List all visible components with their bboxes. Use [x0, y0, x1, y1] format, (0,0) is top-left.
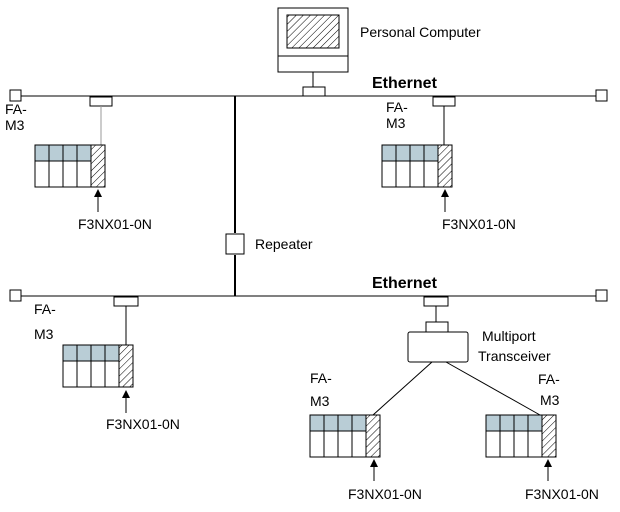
f3nx01-module-3	[118, 344, 134, 388]
pc-screen	[286, 14, 340, 49]
fa-label-3b: M3	[34, 326, 54, 342]
f3nx01-module-4	[365, 414, 381, 458]
transceiver-connector	[425, 321, 449, 333]
terminator-left-bottom	[9, 289, 22, 302]
f3nx01-module-5	[541, 414, 557, 458]
fa-m3-station-1	[34, 96, 113, 212]
module-label-1: F3NX01-0N	[78, 216, 152, 232]
terminator-left-top	[9, 89, 22, 102]
ethernet-bus-bottom	[9, 289, 608, 302]
fa-m3-station-4	[309, 414, 381, 481]
fa-label-2b: M3	[386, 115, 406, 131]
f3nx01-module-2	[437, 144, 453, 188]
repeater-label: Repeater	[255, 236, 313, 252]
module-label-2: F3NX01-0N	[442, 216, 516, 232]
terminator-right-top	[595, 89, 608, 102]
fa-label-5a: FA-	[538, 371, 560, 387]
fa-label-4a: FA-	[310, 370, 332, 386]
ethernet-label-top: Ethernet	[372, 75, 438, 92]
fa-m3-station-5	[485, 414, 557, 481]
fa-label-3a: FA-	[34, 301, 56, 317]
fa-m3-station-3	[62, 296, 139, 413]
multiport-transceiver	[372, 296, 541, 416]
pc-tap	[302, 86, 326, 97]
fa-label-4b: M3	[310, 393, 330, 409]
tap-transceiver	[423, 296, 449, 307]
fa-m3-station-2	[381, 96, 456, 212]
pc-label: Personal Computer	[360, 24, 481, 40]
transceiver-label-2: Transceiver	[478, 348, 551, 364]
transceiver-box	[407, 331, 469, 363]
fa-label-5b: M3	[540, 392, 560, 408]
personal-computer	[277, 7, 349, 97]
module-label-4: F3NX01-0N	[348, 486, 422, 502]
ethernet-label-bottom: Ethernet	[372, 275, 438, 292]
tap-2	[432, 96, 456, 107]
terminator-right-bottom	[595, 289, 608, 302]
tap-1	[89, 96, 113, 107]
repeater	[225, 96, 245, 296]
repeater-box	[225, 233, 245, 255]
f3nx01-module-1	[90, 144, 106, 188]
module-label-3: F3NX01-0N	[106, 416, 180, 432]
fa-label-2a: FA-	[386, 99, 408, 115]
tap-3	[113, 296, 139, 307]
fa-label-1b: M3	[5, 117, 25, 133]
module-label-5: F3NX01-0N	[525, 486, 599, 502]
fa-label-1a: FA-	[5, 101, 27, 117]
pc-base	[277, 55, 349, 73]
transceiver-label-1: Multiport	[482, 328, 536, 344]
